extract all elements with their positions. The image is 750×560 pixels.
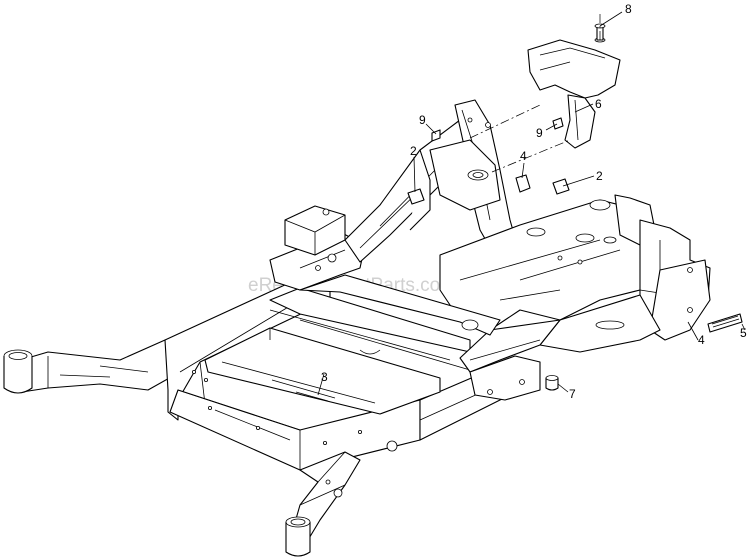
callout-5: 5 [740,326,747,340]
part-5-decal [707,313,743,333]
callout-4-lower: 4 [698,333,705,347]
callout-4-upper: 4 [520,149,527,163]
callout-2-left: 2 [410,144,417,158]
part-6-bracket [527,23,621,149]
fastener-9-right [552,117,564,130]
part-3-decal [271,379,336,402]
fastener-9-upper [431,129,441,142]
callout-9-upper: 9 [419,113,426,127]
callout-8: 8 [625,2,632,16]
callout-2-right: 2 [596,169,603,183]
callout-3: 3 [321,370,328,384]
part-2-clip-left [407,188,425,205]
part-2-clip-right [552,178,570,195]
part-4-plate [515,174,531,193]
callout-6: 6 [595,97,602,111]
main-frame [3,99,711,557]
callout-9-right: 9 [536,126,543,140]
part-7-bolt [545,375,559,391]
callout-7: 7 [569,387,576,401]
